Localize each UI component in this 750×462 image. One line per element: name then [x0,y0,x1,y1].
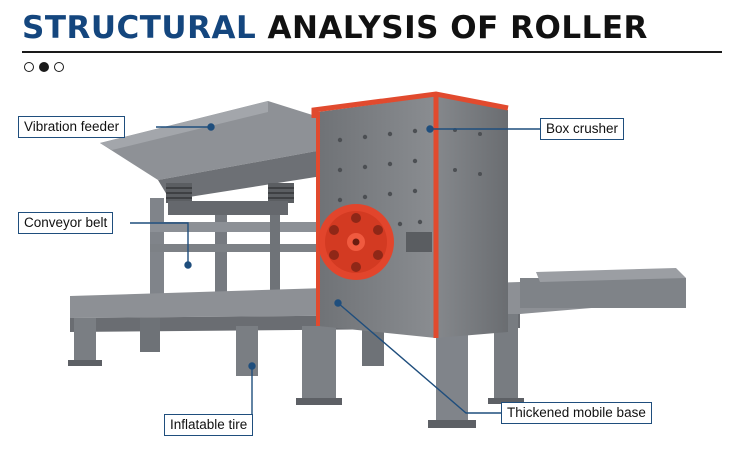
title-divider [22,51,722,53]
pager-dot-1[interactable] [24,62,34,72]
title-accent: STRUCTURAL [22,10,257,46]
callout-conveyor-belt: Conveyor belt [18,212,114,234]
pager-dot-3[interactable] [54,62,64,72]
slide-pager [24,62,64,72]
callout-vibration-feeder: Vibration feeder [18,116,126,138]
callout-box-crusher: Box crusher [540,118,625,140]
pager-dot-2[interactable] [39,62,49,72]
page-title: STRUCTURAL ANALYSIS OF ROLLER [22,8,648,48]
title-rest: ANALYSIS OF ROLLER [256,10,648,46]
callout-leaders [130,123,540,414]
vibration-feeder [100,101,322,215]
callout-thickened-mobile-base: Thickened mobile base [501,402,652,424]
conveyor-frame [150,198,330,306]
flywheel [318,204,394,280]
callout-inflatable-tire: Inflatable tire [164,414,254,436]
